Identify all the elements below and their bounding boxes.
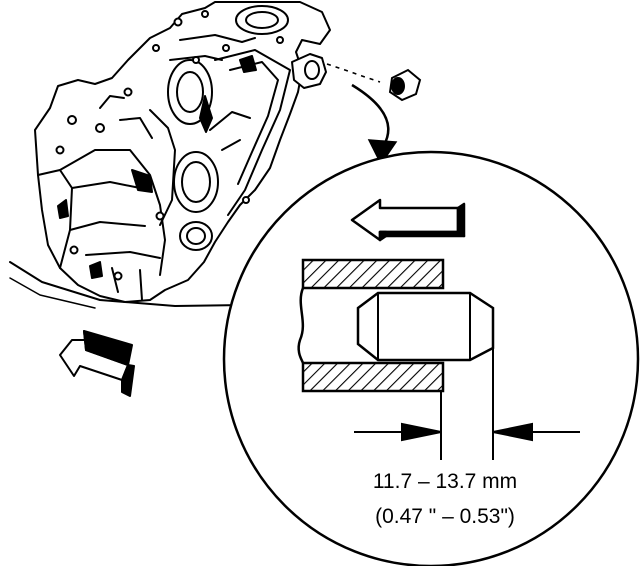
direction-arrow-icon xyxy=(59,330,135,397)
housing-wall-bottom xyxy=(301,361,445,393)
ground-line xyxy=(9,261,246,307)
curved-arrow-icon xyxy=(351,83,398,166)
engine-block-illustration xyxy=(9,1,331,309)
dimension-secondary-label: (0.47 " – 0.53") xyxy=(375,505,515,528)
dimension-arrow-icon xyxy=(354,422,580,442)
direction-arrow-icon xyxy=(350,198,466,242)
detail-circle: 11.7 – 13.7 mm (0.47 " – 0.53") xyxy=(222,150,640,566)
dimension-primary-label: 11.7 – 13.7 mm xyxy=(373,470,517,493)
plug-part xyxy=(326,63,422,102)
housing-wall-top xyxy=(301,258,445,290)
block-outline xyxy=(34,1,331,303)
